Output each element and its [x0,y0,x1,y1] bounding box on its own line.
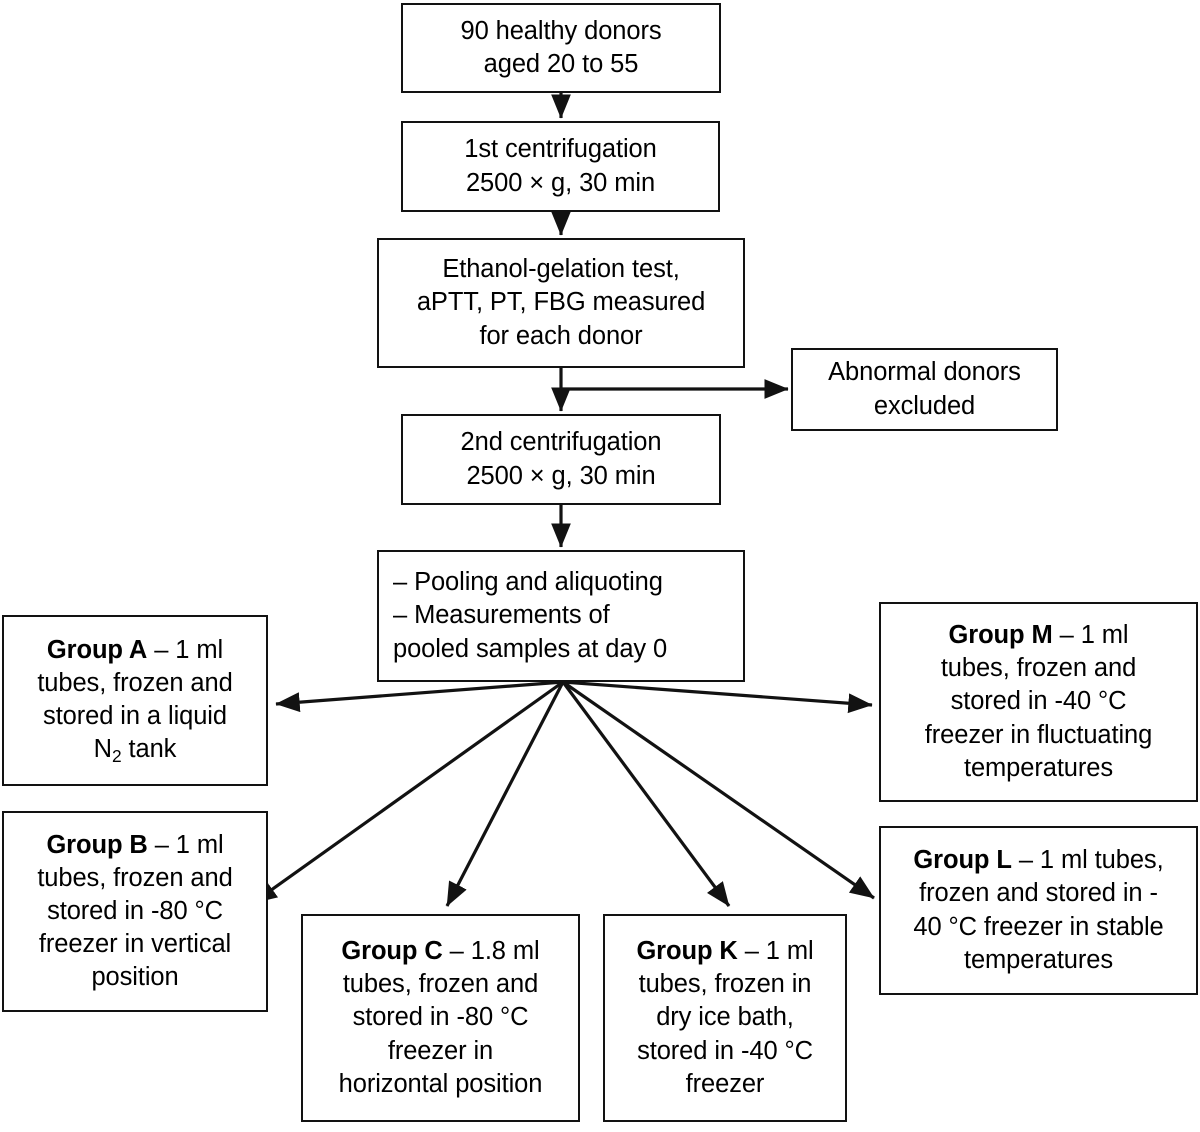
n2-suffix: tank [121,735,177,764]
node-pooling-and-aliquoting: – Pooling and aliquoting – Measurements … [377,550,745,682]
node-line: pooled samples at day 0 [393,634,668,663]
edge-pooling-to-group-b [252,680,564,905]
node-line: – Measurements of [393,601,610,630]
node-ethanol-gelation-test: Ethanol-gelation test, aPTT, PT, FBG mea… [377,238,745,368]
node-line: stored in a liquid [43,701,227,730]
edge-pooling-to-group-a [275,680,564,713]
node-line: freezer in [387,1036,494,1065]
group-a-heading: Group A – 1 ml [47,634,223,667]
node-2nd-centrifugation: 2nd centrifugation 2500 × g, 30 min [401,414,721,505]
group-c-head-rest: – 1.8 ml [442,937,540,966]
node-line: tubes, frozen and [940,654,1137,683]
node-line: 90 healthy donors [460,16,662,45]
group-b-label: Group B [46,830,148,859]
group-a-label: Group A [46,635,148,664]
node-line: tubes, frozen and [37,668,233,697]
node-line: dry ice bath, [656,1003,794,1032]
node-group-c: Group C – 1.8 ml tubes, frozen and store… [301,914,580,1122]
node-group-m: Group M – 1 ml tubes, frozen and stored … [879,602,1198,802]
node-line: freezer in vertical [38,930,232,959]
node-line: 2500 × g, 30 min [465,168,656,197]
group-l-heading: Group L – 1 ml tubes, [913,844,1163,877]
group-l-label: Group L [913,846,1012,875]
node-line: stored in -80 °C [47,896,223,925]
node-line: position [91,963,179,992]
group-a-head-rest: – 1 ml [147,635,224,664]
node-line: 2500 × g, 30 min [466,461,656,490]
node-group-l: Group L – 1 ml tubes, frozen and stored … [879,826,1198,995]
node-line: for each donor [479,321,643,350]
node-abnormal-donors-excluded: Abnormal donors excluded [791,348,1058,431]
edge-pooling-to-group-c [445,681,565,907]
node-line: aged 20 to 55 [483,50,639,78]
node-1st-centrifugation: 1st centrifugation 2500 × g, 30 min [401,121,720,212]
group-a-n2-line: N2 tank [94,733,177,767]
node-line: 2nd centrifugation [460,428,662,457]
node-line: stored in -40 °C [950,687,1127,716]
node-line: Ethanol-gelation test, [442,255,680,284]
edge-pooling-to-group-m [562,680,873,714]
node-group-k: Group K – 1 ml tubes, frozen in dry ice … [603,914,847,1122]
node-line: freezer in fluctuating [924,720,1153,749]
node-line: excluded [873,391,976,420]
node-line: temperatures [963,753,1114,782]
group-k-head-rest: – 1 ml [737,937,814,966]
n2-subscript: 2 [111,745,122,766]
group-c-label: Group C [341,937,443,966]
group-l-head-rest: – 1 ml tubes, [1011,846,1164,875]
node-line: – Pooling and aliquoting [393,568,663,597]
node-line: frozen and stored in - [919,879,1158,908]
node-line: stored in -80 °C [352,1003,529,1032]
node-group-b: Group B – 1 ml tubes, frozen and stored … [2,811,268,1012]
group-b-head-rest: – 1 ml [147,830,224,859]
node-group-a: Group A – 1 ml tubes, frozen and stored … [2,615,268,786]
node-line: horizontal position [338,1069,543,1098]
node-line: tubes, frozen and [37,863,233,892]
node-line: 1st centrifugation [464,135,657,164]
group-m-heading: Group M – 1 ml [949,619,1129,652]
node-line: aPTT, PT, FBG measured [416,288,706,317]
group-k-label: Group K [636,937,738,966]
group-b-heading: Group B – 1 ml [46,829,223,862]
node-line: tubes, frozen in [638,970,812,999]
n2-prefix: N [93,735,112,764]
group-m-label: Group M [948,621,1053,650]
node-line: 40 °C freezer in stable [913,912,1164,941]
group-k-heading: Group K – 1 ml [636,935,813,968]
node-line: temperatures [963,945,1114,974]
node-line: stored in -40 °C [637,1036,813,1065]
group-c-heading: Group C – 1.8 ml [341,935,539,968]
group-m-head-rest: – 1 ml [1052,621,1129,650]
node-90-healthy-donors: 90 healthy donors aged 20 to 55 [401,3,721,93]
edge-pooling-to-group-k [561,681,731,907]
node-line: tubes, frozen and [342,970,539,999]
edge-pooling-to-group-l [562,680,875,900]
node-line: Abnormal donors [828,358,1021,387]
node-line: freezer [685,1069,765,1098]
